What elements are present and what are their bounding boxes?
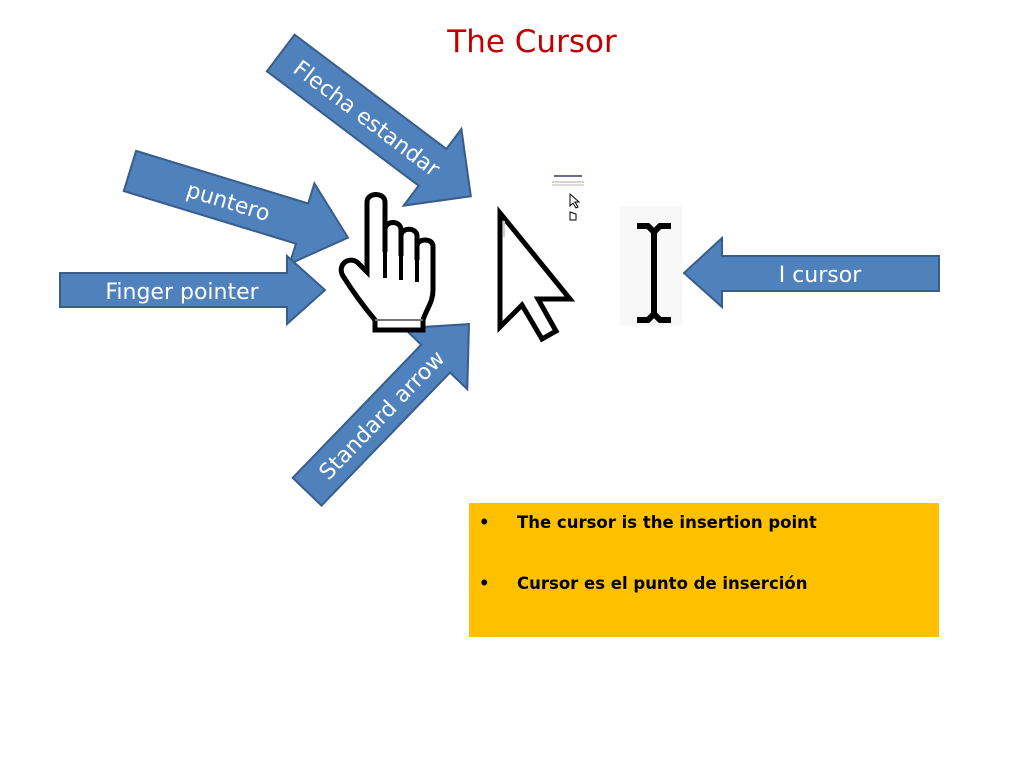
bullet: • [479, 513, 490, 532]
standard-arrow-cursor-icon [497, 205, 576, 343]
hand-pointer-icon [338, 192, 436, 333]
bullet: • [479, 574, 490, 593]
cursor-thumbnail-icon [552, 175, 584, 221]
i-cursor-label: I cursor [779, 263, 862, 288]
slide-title: The Cursor [447, 24, 617, 60]
i-beam-cursor-icon [620, 206, 682, 326]
note-text: Cursor es el punto de inserción [517, 574, 808, 593]
note-text: The cursor is the insertion point [517, 513, 817, 532]
note-item: • The cursor is the insertion point [479, 513, 817, 532]
note-box: • The cursor is the insertion point • Curs… [469, 503, 939, 637]
standard-arrow-label: Standard arrow [315, 346, 451, 485]
note-item: • Cursor es el punto de inserción [479, 574, 807, 593]
finger-pointer-label: Finger pointer [105, 280, 259, 305]
